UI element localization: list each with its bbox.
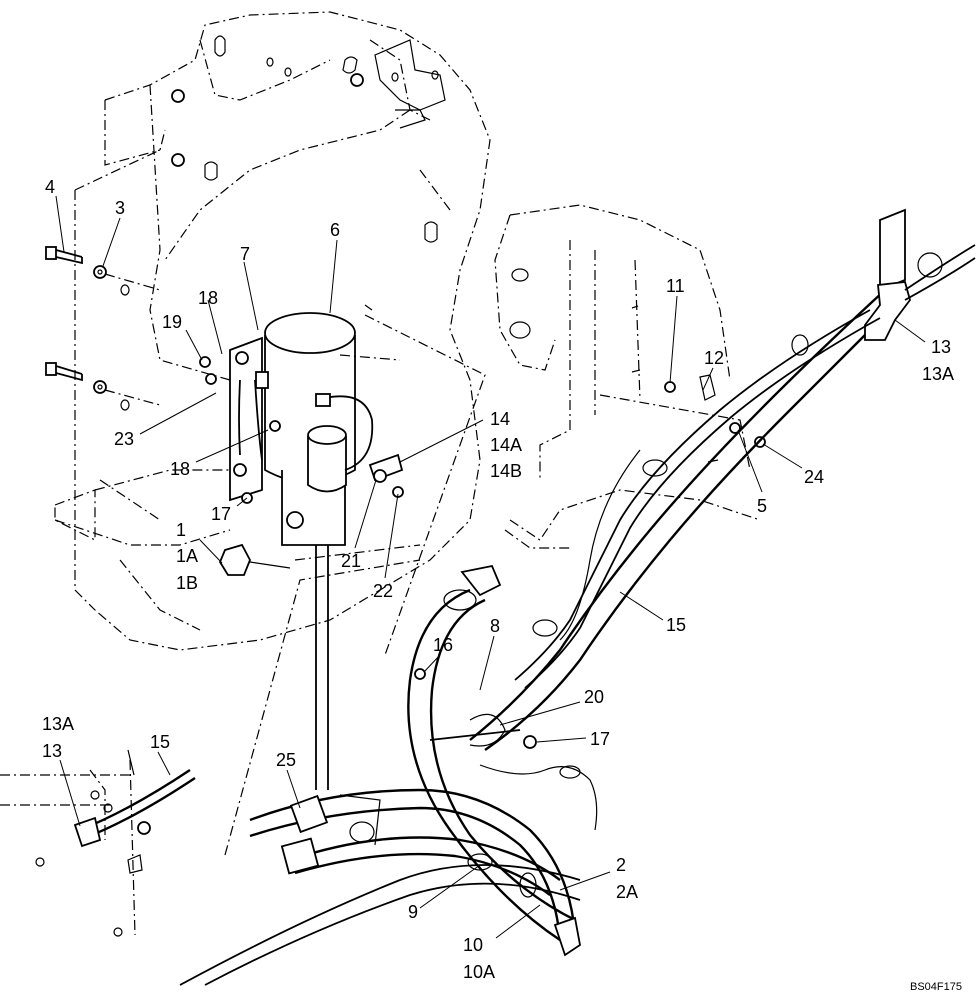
callout-2: 2: [616, 855, 626, 875]
bolt-4-upper: [45, 246, 161, 291]
callout-9: 9: [408, 902, 418, 922]
callout-11: 11: [666, 276, 685, 296]
callout-19: 19: [162, 312, 182, 332]
callout-5: 5: [757, 496, 767, 516]
assembly-outline: [224, 304, 486, 856]
callout-17-right: 17: [590, 729, 610, 749]
pressure-switch-1: [218, 543, 291, 576]
callout-1b: 1B: [176, 573, 198, 593]
callout-24: 24: [804, 467, 824, 487]
callout-15: 15: [666, 615, 686, 635]
callout-3: 3: [115, 198, 125, 218]
callout-labels: 4 3 7 6 18 19 23 18 17 1 1A 1B 14 14A 14…: [42, 177, 954, 982]
callout-6: 6: [330, 220, 340, 240]
callout-2a: 2A: [616, 882, 638, 902]
callout-14a: 14A: [490, 435, 522, 455]
callout-18: 18: [198, 288, 218, 308]
frame-plate-left: [54, 11, 491, 651]
callout-23: 23: [114, 429, 134, 449]
callout-12: 12: [704, 348, 724, 368]
callout-4: 4: [45, 177, 55, 197]
leader-lines: [55, 195, 926, 939]
callout-22: 22: [373, 581, 393, 601]
callout-21: 21: [341, 551, 361, 571]
hose-bundle: [179, 208, 976, 986]
callout-8: 8: [490, 616, 500, 636]
callout-14: 14: [490, 409, 510, 429]
callout-25: 25: [276, 750, 296, 770]
callout-13a: 13A: [922, 364, 954, 384]
callout-17: 17: [211, 504, 231, 524]
callout-13: 13: [931, 337, 951, 357]
callout-13a-detail: 13A: [42, 714, 74, 734]
callout-10: 10: [463, 935, 483, 955]
callout-14b: 14B: [490, 461, 522, 481]
bolt-4-lower: [45, 362, 161, 406]
callout-1a: 1A: [176, 546, 198, 566]
callout-10a: 10A: [463, 962, 495, 982]
callout-13-detail: 13: [42, 741, 62, 761]
reference-code: BS04F175: [910, 981, 962, 993]
electric-pump-assembly: [199, 312, 404, 790]
callout-16: 16: [433, 635, 453, 655]
inset-detail: [0, 749, 196, 937]
callout-1: 1: [176, 520, 186, 540]
callout-7: 7: [240, 244, 250, 264]
callout-20: 20: [584, 687, 604, 707]
frame-rail-right: [494, 204, 766, 549]
callout-15-detail: 15: [150, 732, 170, 752]
callout-18-lower: 18: [170, 459, 190, 479]
